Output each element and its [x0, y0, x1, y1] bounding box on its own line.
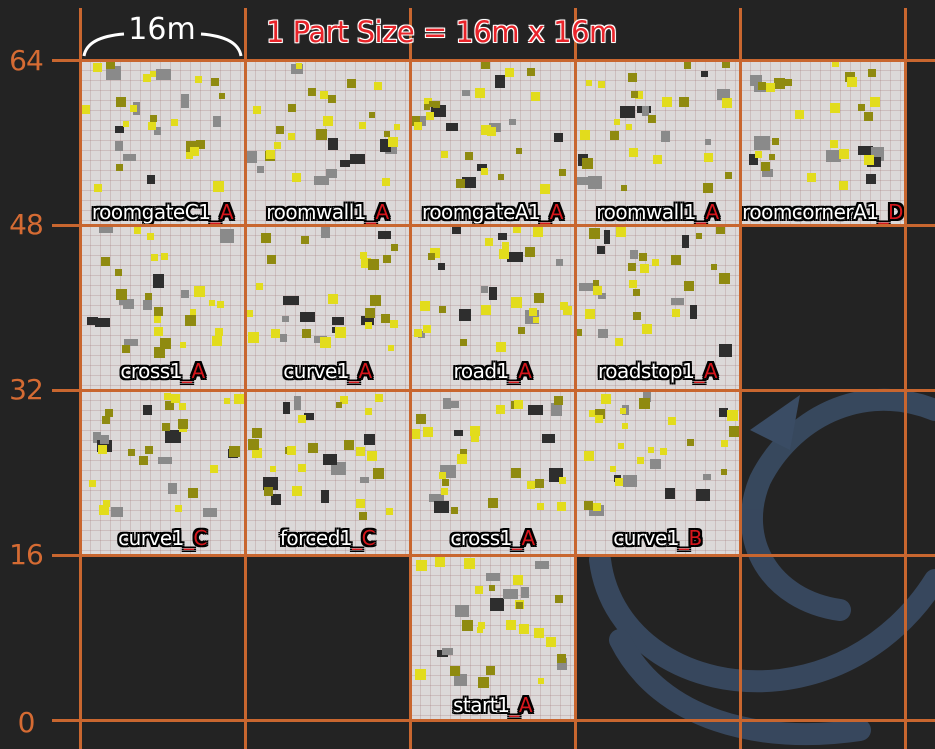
y-tick-48: 48 [0, 210, 52, 240]
part-cell-curve1-A: curve1_A [245, 225, 410, 390]
part-label: curve1_A [245, 359, 410, 383]
part-label: roomwall1_A [245, 200, 410, 224]
part-label: roomcornerA1_D [740, 200, 905, 224]
y-tick-32: 32 [0, 375, 52, 405]
part-cell-roomcornerA1-D: roomcornerA1_D [740, 60, 905, 225]
scale-label: 16m [80, 12, 244, 48]
part-label: roomgateA1_A [410, 200, 575, 224]
part-size-title: 1 Part Size = 16m x 16m [266, 14, 617, 50]
part-label: roadstop1_A [575, 359, 740, 383]
part-label: roomgateC1_A [80, 200, 245, 224]
y-tick-0: 0 [0, 708, 52, 738]
part-cell-roomwall1-A: roomwall1_A [245, 60, 410, 225]
part-cell-start1-A: start1_A [410, 555, 575, 720]
part-label: start1_A [410, 693, 575, 717]
part-cell-roomgateC1-A: roomgateC1_A [80, 60, 245, 225]
part-cell-cross1-A-2: cross1_A [410, 390, 575, 555]
y-tick-16: 16 [0, 540, 52, 570]
part-label: cross1_A [410, 526, 575, 550]
part-cell-forced1-C: forced1_C [245, 390, 410, 555]
part-label: curve1_C [80, 526, 245, 550]
part-cell-roomwall1-A-2: roomwall1_A [575, 60, 740, 225]
part-cell-road1-A: road1_A [410, 225, 575, 390]
y-tick-64: 64 [0, 46, 52, 76]
part-cell-cross1-A: cross1_A [80, 225, 245, 390]
part-label: cross1_A [80, 359, 245, 383]
part-cell-roadstop1-A: roadstop1_A [575, 225, 740, 390]
part-label: forced1_C [245, 526, 410, 550]
part-label: roomwall1_A [575, 200, 740, 224]
part-cell-roomgateA1-A: roomgateA1_A [410, 60, 575, 225]
part-cell-curve1-C: curve1_C [80, 390, 245, 555]
part-label: road1_A [410, 359, 575, 383]
part-cell-curve1-B: curve1_B [575, 390, 740, 555]
part-label: curve1_B [575, 526, 740, 550]
